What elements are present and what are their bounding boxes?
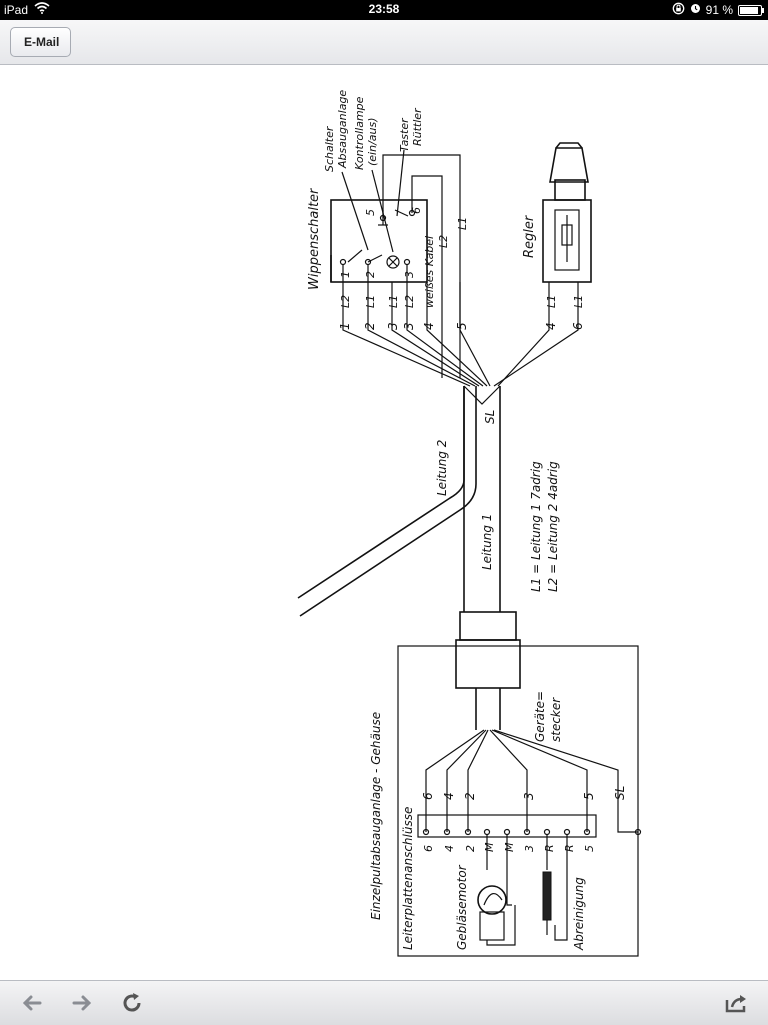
wire-num: 5	[455, 322, 469, 330]
wire-num: 3	[522, 792, 536, 800]
document-view[interactable]: 1 2 3 5 6 Wippenschalter Schalter Absaug…	[0, 65, 768, 980]
pcb-terminal-label: 2	[464, 845, 477, 852]
housing-box	[397, 645, 639, 957]
cleaning-coil	[542, 835, 568, 941]
pcb-terminal-label: M	[503, 842, 516, 852]
wire-num: 5	[582, 792, 596, 800]
taster-label: Taster	[398, 117, 411, 152]
geraetestecker-1: Geräte=	[533, 691, 547, 742]
wire-num: 2	[363, 322, 377, 330]
wire-num: 3	[386, 322, 400, 330]
leitung1-label: Leitung 1	[480, 514, 494, 570]
weisses-kabel-label: weißes Kabel	[423, 236, 436, 308]
wire-cable: L1	[387, 295, 400, 308]
pcb-terminal-label: 6	[422, 845, 435, 852]
pcb-terminal-label: M	[483, 842, 496, 852]
pcb-terminal-strip: 6 4 2 M M 3 R R 5	[417, 814, 597, 852]
geraetestecker-2: stecker	[549, 697, 563, 742]
bottom-wires	[425, 729, 642, 836]
navigation-bar: E-Mail	[0, 20, 768, 65]
battery-icon	[738, 4, 764, 16]
sl-label: SL	[483, 410, 497, 424]
bottom-wire-labels: 6 4 2 3 5 SL	[421, 786, 627, 800]
legend-l1: L1 = Leitung 1 7adrig	[529, 461, 543, 592]
share-button[interactable]	[722, 989, 750, 1017]
abreinigung-label: Abreinigung	[572, 877, 586, 951]
wippenschalter-label: Wippenschalter	[307, 187, 322, 290]
pcb-terminal-label: R	[563, 844, 576, 852]
pcb-terminal-label: R	[543, 844, 556, 852]
wire-cable: L1	[545, 295, 558, 308]
regulator	[493, 142, 592, 387]
alarm-icon	[690, 3, 701, 17]
battery-fill	[740, 6, 758, 14]
wire-num: 4	[422, 322, 436, 330]
cable-leitung-2	[297, 386, 477, 617]
switch-terminal-3-label: 3	[403, 271, 416, 278]
arrow-right-icon	[72, 995, 92, 1011]
ruettler-label: Rüttler	[411, 107, 424, 146]
status-bar: iPad 23:58 91 %	[0, 0, 768, 20]
pcb-terminal-label: 3	[523, 845, 536, 852]
switch-terminal-2	[364, 258, 372, 266]
arrow-left-icon	[22, 995, 42, 1011]
schalter-label: Schalter	[323, 125, 336, 172]
wire-num: 3	[402, 322, 416, 330]
housing-label: Einzelpultabsauganlage - Gehäuse	[369, 712, 383, 920]
regler-label: Regler	[522, 214, 537, 258]
rocker-switch-box	[330, 154, 461, 378]
switch-terminal-5-label: 5	[364, 209, 377, 216]
device-plug	[455, 611, 521, 730]
wiring-diagram: 1 2 3 5 6 Wippenschalter Schalter Absaug…	[297, 90, 642, 957]
switch-terminal-1-label: 1	[339, 271, 352, 278]
pcb-terminal-label: 4	[443, 845, 456, 852]
kontrollampe-label: Kontrollampe	[353, 96, 366, 170]
wire-num: 1	[338, 322, 352, 330]
wire-cable: L1	[364, 295, 377, 308]
switch-terminal-1	[339, 258, 347, 266]
clock: 23:58	[368, 2, 400, 16]
device-label: iPad	[4, 2, 29, 17]
control-lamp	[386, 255, 400, 269]
wire-cable: L1	[456, 217, 469, 230]
absauganlage-label: Absauganlage	[336, 90, 349, 169]
share-icon	[725, 995, 746, 1013]
forward-arrow-button[interactable]	[68, 989, 96, 1017]
geblaesemotor-label: Gebläsemotor	[455, 864, 469, 950]
bottom-toolbar	[0, 980, 768, 1025]
wire-num: 4	[544, 322, 558, 330]
wire-cable: L2	[437, 235, 450, 248]
leitung2-label: Leitung 2	[435, 440, 449, 496]
wire-num: 2	[463, 792, 477, 800]
reload-button[interactable]	[118, 989, 146, 1017]
wire-cable: L2	[403, 295, 416, 308]
wire-num: SL	[613, 786, 627, 800]
wire-num: 6	[571, 322, 585, 330]
back-to-email-button[interactable]: E-Mail	[10, 27, 72, 57]
top-wires	[342, 265, 491, 387]
wire-cable: L2	[339, 295, 352, 308]
switch-terminal-6-label: 6	[410, 207, 423, 214]
battery-percent: 91 %	[705, 3, 733, 17]
wire-num: 4	[442, 792, 456, 800]
leiterplatte-label: Leiterplattenanschlüsse	[401, 807, 415, 950]
back-arrow-button[interactable]	[18, 989, 46, 1017]
wire-num: 6	[421, 792, 435, 800]
blower-motor	[477, 835, 516, 946]
wire-cable: L1	[572, 295, 585, 308]
ein-aus-label: (ein/aus)	[366, 117, 379, 166]
reload-icon	[123, 993, 141, 1012]
top-wire-labels: 1 L2 2 L1 3 L1 3 L2 4 weißes Kabel L2 5 …	[338, 217, 469, 330]
wifi-icon	[34, 2, 50, 17]
lock-rotation-icon	[672, 2, 685, 18]
switch-terminal-2-label: 2	[364, 271, 377, 278]
switch-terminal-3	[403, 258, 411, 266]
pcb-terminal-label: 5	[583, 845, 596, 852]
legend-l2: L2 = Leitung 2 4adrig	[546, 461, 560, 592]
